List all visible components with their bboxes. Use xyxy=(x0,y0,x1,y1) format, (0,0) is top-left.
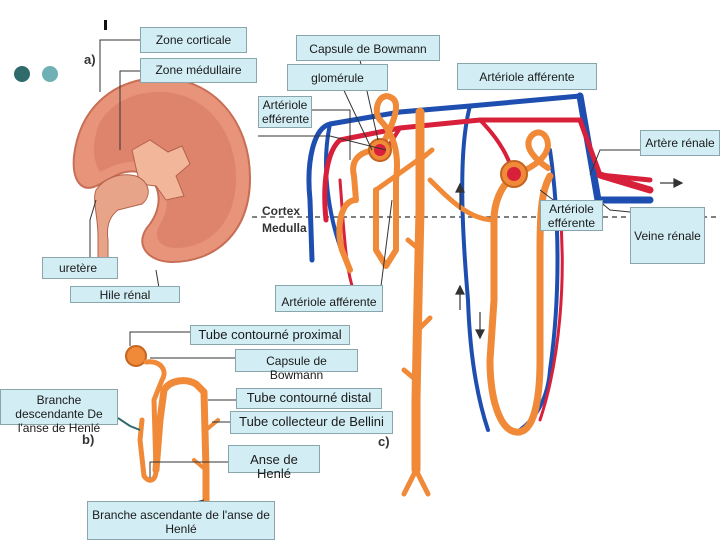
nephron-detail xyxy=(125,345,220,524)
label-arteriole-efferente-top: Artériole efférente xyxy=(258,96,312,128)
label-tube-contourne-proximal: Tube contourné proximal xyxy=(190,325,350,345)
label-branche-ascendante: Branche ascendante de l'anse de Henlé xyxy=(87,501,275,540)
slide-dot-dark xyxy=(14,66,30,82)
flow-arrows xyxy=(455,178,684,340)
slide-tick-mark xyxy=(104,20,107,30)
label-hile-renal: Hile rénal xyxy=(70,286,180,303)
label-capsule-bowmann-mid: Capsule de Bowmann xyxy=(235,349,358,382)
nephron-tubules xyxy=(336,93,554,497)
label-uretere: uretère xyxy=(42,257,118,279)
vessel-network xyxy=(306,92,654,432)
label-arteriole-afferente-mid: Artériole afférente xyxy=(275,285,383,312)
label-veine-renale: Veine rénale xyxy=(630,207,705,264)
slide-dot-light xyxy=(42,66,58,82)
panel-letter-c: c) xyxy=(378,434,390,449)
label-branche-descendante: Branche descendante De l'anse de Henlé xyxy=(0,389,118,435)
label-arteriole-efferente-right: Artériole efférente xyxy=(540,200,603,231)
label-arteriole-afferente-top: Artériole afférente xyxy=(457,63,597,90)
label-artere-renale: Artère rénale xyxy=(640,130,720,156)
panel-letter-b: b) xyxy=(82,432,95,447)
panel-letter-a: a) xyxy=(84,52,96,67)
label-glomerule: glomérule xyxy=(287,64,388,91)
label-tube-collecteur: Tube collecteur de Bellini xyxy=(230,411,393,434)
label-anse-henle: Anse de Henlé xyxy=(228,445,320,481)
cortex-label: Cortex xyxy=(262,204,301,218)
label-capsule-bowmann-top: Capsule de Bowmann xyxy=(296,35,440,61)
label-zone-corticale: Zone corticale xyxy=(140,27,247,53)
kidney-illustration xyxy=(72,76,252,264)
medulla-label: Medulla xyxy=(262,221,307,235)
label-tube-contourne-distal: Tube contourné distal xyxy=(236,388,382,409)
label-zone-medullaire: Zone médullaire xyxy=(140,58,257,83)
